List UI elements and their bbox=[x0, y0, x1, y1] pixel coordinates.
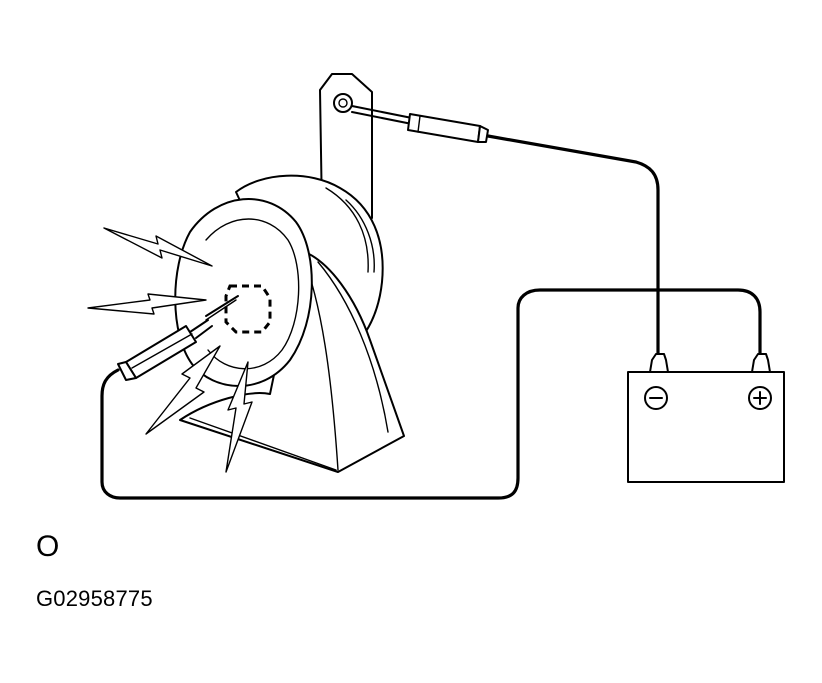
sound-burst-icon bbox=[87, 227, 253, 473]
battery-icon bbox=[627, 353, 785, 483]
bracket-bolt-hole bbox=[333, 93, 353, 113]
wiring bbox=[100, 134, 762, 500]
figure-code: G02958775 bbox=[36, 586, 153, 611]
figure-letter: O bbox=[36, 530, 60, 563]
lead-probe-icon bbox=[117, 105, 489, 381]
positive-symbol bbox=[748, 386, 772, 410]
positive-terminal-post bbox=[751, 353, 771, 373]
negative-terminal-post bbox=[649, 353, 669, 373]
sound-burst-1 bbox=[103, 227, 213, 267]
horn-probe bbox=[117, 319, 213, 381]
wire-to-negative-terminal bbox=[486, 134, 660, 358]
horn-terminal-dashed bbox=[224, 284, 272, 334]
sound-burst-2 bbox=[87, 293, 207, 315]
negative-symbol bbox=[644, 386, 668, 410]
sound-burst-4 bbox=[225, 361, 253, 473]
horn-front-face bbox=[174, 198, 313, 387]
bracket-probe bbox=[351, 105, 489, 143]
sound-burst-3 bbox=[145, 345, 221, 435]
horn-icon bbox=[174, 73, 405, 473]
wire-to-positive-terminal bbox=[100, 288, 762, 500]
